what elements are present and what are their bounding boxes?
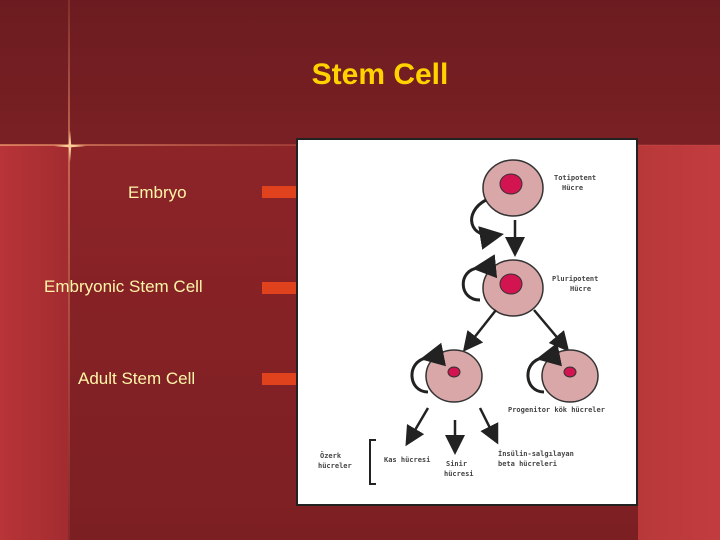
cell-diagram-panel: Totipotent Hücre Pluripotent Hücre Proge… xyxy=(296,138,638,506)
pluripotent-label-1: Pluripotent xyxy=(552,275,598,283)
arrow-pluri-to-right xyxy=(534,310,566,348)
sparkle-icon xyxy=(54,130,86,162)
arrow-to-beta xyxy=(480,408,496,440)
nerve-cell-label-1: Sinir xyxy=(446,460,467,468)
self-renewal-arrow-2 xyxy=(463,268,480,300)
special-cells-label-1: Özerk xyxy=(320,451,342,460)
totipotent-nucleus xyxy=(500,174,522,194)
totipotent-label-1: Totipotent xyxy=(554,174,596,182)
pluripotent-label-2: Hücre xyxy=(570,285,591,293)
special-cells-label-2: hücreler xyxy=(318,462,352,470)
arrow-pluri-to-left xyxy=(466,310,496,348)
background-right-band xyxy=(638,145,720,540)
totipotent-label-2: Hücre xyxy=(562,184,583,192)
bracket xyxy=(370,440,376,484)
label-embryonic-stem-cell: Embryonic Stem Cell xyxy=(44,277,203,297)
beta-cell-label-1: İnsülin-salgılayan xyxy=(498,449,574,458)
label-adult-stem-cell: Adult Stem Cell xyxy=(78,369,195,389)
pluripotent-nucleus xyxy=(500,274,522,294)
nerve-cell-label-2: hücresi xyxy=(444,470,474,478)
progenitor-nucleus-left xyxy=(448,367,460,377)
arrow-to-muscle xyxy=(408,408,428,442)
slide-title: Stem Cell xyxy=(0,58,720,92)
background-left-band xyxy=(0,145,68,540)
progenitor-label: Progenitor kök hücreler xyxy=(508,406,605,414)
progenitor-nucleus-right xyxy=(564,367,576,377)
label-embryo: Embryo xyxy=(128,183,187,203)
beta-cell-label-2: beta hücreleri xyxy=(498,460,557,468)
muscle-cell-label: Kas hücresi xyxy=(384,456,430,464)
